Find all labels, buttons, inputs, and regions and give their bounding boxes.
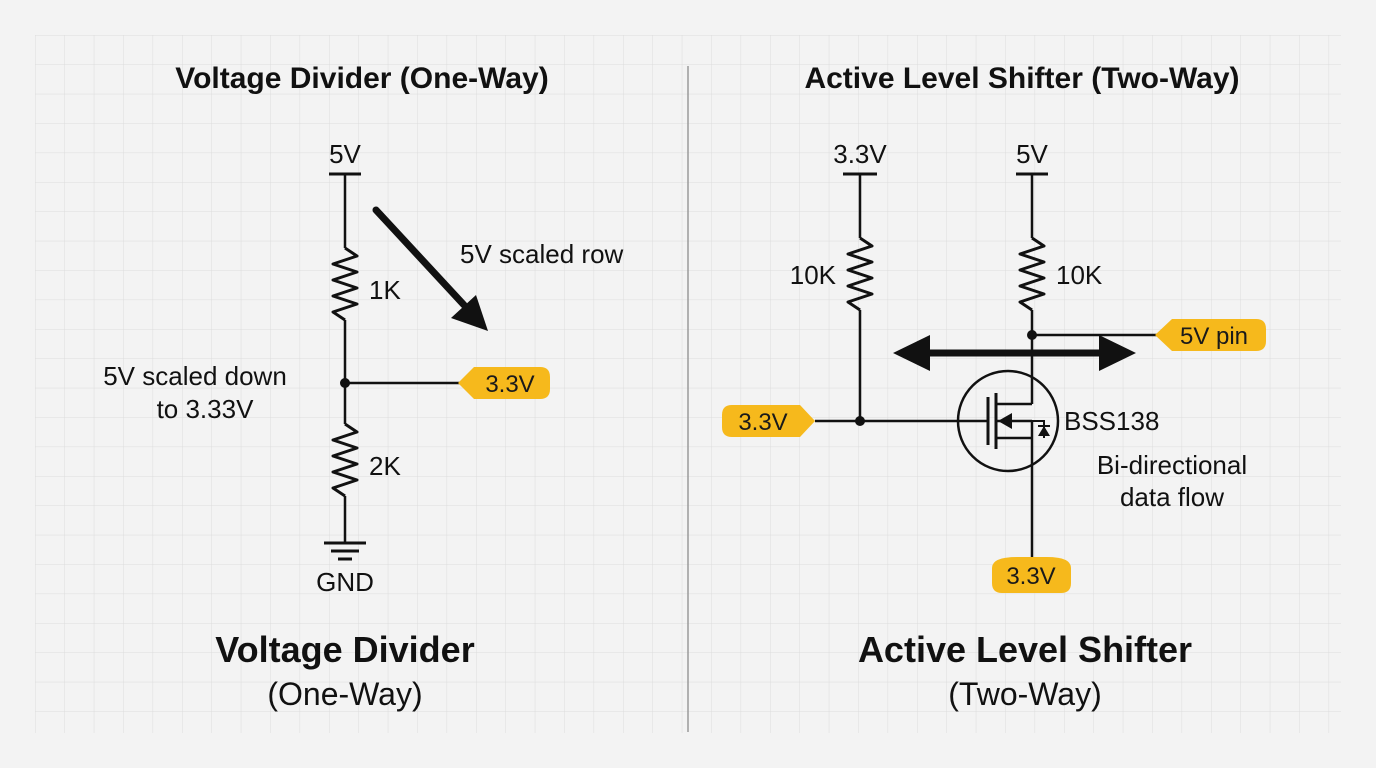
voltage-divider-title: Voltage Divider (One-Way) <box>175 62 548 95</box>
divider-supply-label: 5V <box>329 139 361 169</box>
shifter-input-tag-text: 3.3V <box>738 409 787 436</box>
resistor-low-pullup-label: 10K <box>790 260 837 290</box>
ground-icon <box>324 541 366 561</box>
resistor-r1-symbol <box>331 246 359 322</box>
resistor-high-pullup-label: 10K <box>1056 260 1103 290</box>
shifter-high-side-tag-text: 5V pin <box>1180 323 1248 350</box>
divider-arrow-label: 5V scaled row <box>460 239 624 269</box>
shifter-high-side-tag: 5V pin <box>1155 319 1266 351</box>
resistor-r2-symbol <box>331 422 359 498</box>
divider-caption-title: Voltage Divider <box>215 629 474 670</box>
mosfet-transistor-icon <box>956 369 1060 473</box>
shifter-low-supply-label: 3.3V <box>833 139 887 169</box>
divider-note-line2: to 3.33V <box>157 394 255 424</box>
divider-note-line1: 5V scaled down <box>103 361 287 391</box>
divider-output-tag-text: 3.3V <box>485 371 534 398</box>
resistor-low-pullup-symbol <box>846 236 874 312</box>
shifter-high-supply-label: 5V <box>1016 139 1048 169</box>
shifter-note-line2: data flow <box>1120 482 1224 512</box>
level-shifter-panel: Active Level Shifter (Two-Way) 3.3V 10K … <box>722 62 1266 712</box>
shifter-caption-title: Active Level Shifter <box>858 629 1192 670</box>
shifter-note-line1: Bi-directional <box>1097 450 1247 480</box>
shifter-bottom-tag-text: 3.3V <box>1006 563 1055 590</box>
transistor-label: BSS138 <box>1064 406 1159 436</box>
divider-output-tag: 3.3V <box>458 367 550 399</box>
resistor-r1-label: 1K <box>369 275 401 305</box>
divider-caption-subtitle: (One-Way) <box>267 676 422 712</box>
resistor-high-pullup-symbol <box>1018 236 1046 312</box>
ground-label: GND <box>316 567 374 597</box>
voltage-divider-panel: Voltage Divider (One-Way) 5V 1K 3.3V 5V … <box>103 62 623 712</box>
resistor-r2-label: 2K <box>369 451 401 481</box>
shifter-input-tag: 3.3V <box>722 405 815 437</box>
shifter-bottom-tag: 3.3V <box>992 557 1071 593</box>
bidirectional-arrow-icon <box>893 335 1136 371</box>
down-right-arrow-icon <box>372 206 488 331</box>
shifter-caption-subtitle: (Two-Way) <box>948 676 1101 712</box>
level-shifter-title: Active Level Shifter (Two-Way) <box>804 62 1239 95</box>
